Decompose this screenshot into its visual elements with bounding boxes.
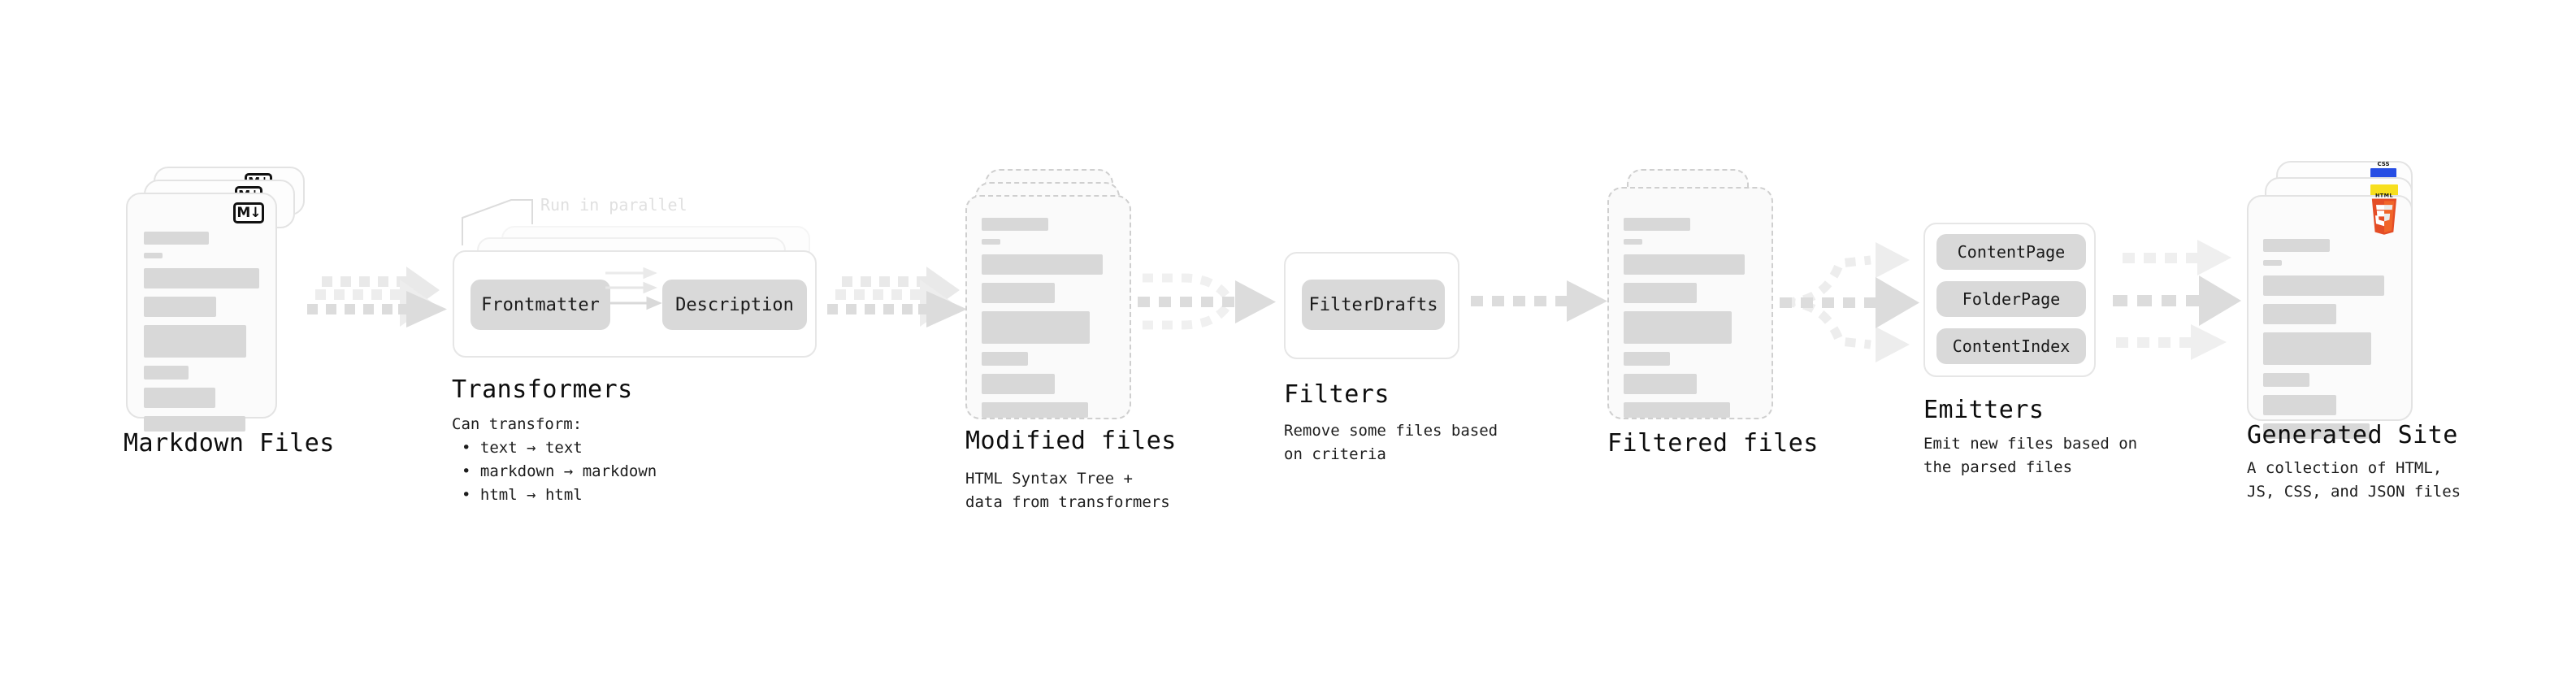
markdown-file-stack: M↓ M↓ M↓ (126, 167, 305, 432)
skeleton-bar (2263, 260, 2282, 266)
skeleton-bar (144, 388, 216, 408)
skeleton-bar (1624, 374, 1698, 394)
stage-title-emitters: Emitters (1923, 396, 2045, 424)
stage-title-generated-site: Generated Site (2247, 421, 2458, 449)
skeleton-bar (982, 254, 1104, 275)
filters-group: FilterDrafts (1284, 252, 1459, 359)
skeleton-bar (982, 352, 1029, 366)
stage-filtered-files (1607, 169, 1786, 423)
skeleton-bar (1624, 254, 1746, 275)
skeleton-bar (144, 325, 247, 358)
stage-desc-modified-files: HTML Syntax Tree + data from transformer… (965, 470, 1170, 511)
skeleton-bar (2263, 304, 2337, 324)
skeleton-bar (2263, 395, 2337, 415)
transformer-chip-frontmatter[interactable]: Frontmatter (471, 280, 610, 330)
stage-markdown-files: M↓ M↓ M↓ (126, 167, 305, 432)
transformer-chip-description[interactable]: Description (662, 280, 807, 330)
skeleton-bar (2263, 275, 2385, 296)
stage-title-markdown-files: Markdown Files (124, 429, 335, 458)
skeleton-bar (1624, 352, 1671, 366)
skeleton-bar (1624, 283, 1698, 303)
emitters-group: ContentPage FolderPage ContentIndex (1923, 223, 2096, 377)
skeleton-bar (2263, 423, 2370, 439)
emitter-chip-contentindex[interactable]: ContentIndex (1936, 328, 2086, 364)
html5-icon: HTML (2371, 192, 2397, 235)
skeleton-bar (144, 232, 209, 245)
skeleton-bar (2263, 373, 2310, 387)
arrow-filters-to-filtered (1471, 280, 1607, 322)
bullet-markdown-to-markdown: • markdown → markdown (462, 462, 657, 480)
stage-desc-generated-site: A collection of HTML, JS, CSS, and JSON … (2247, 459, 2461, 501)
arrow-transformers-to-modified (827, 267, 967, 327)
stage-title-filtered-files: Filtered files (1607, 429, 1819, 458)
skeleton-bar (2263, 332, 2371, 365)
skeleton-bar (982, 218, 1048, 231)
site-card-front: HTML (2247, 192, 2413, 439)
transform-bullet-list: • text → text • markdown → markdown • ht… (462, 436, 657, 507)
parallel-label: Run in parallel (540, 195, 687, 215)
stage-desc-filters: Remove some files based on criteria (1284, 422, 1498, 463)
css-icon: CSS (2370, 162, 2396, 179)
emitter-chip-contentpage[interactable]: ContentPage (1936, 234, 2086, 270)
site-file-stack: CSS HTML (2247, 161, 2434, 439)
filter-chip-filterdrafts[interactable]: FilterDrafts (1302, 280, 1445, 330)
skeleton-bar (144, 268, 259, 288)
modified-card-front (965, 195, 1131, 419)
stage-modified-files (965, 169, 1144, 423)
skeleton-bar (1624, 402, 1731, 418)
modified-file-stack (965, 169, 1144, 423)
filtered-card-front (1607, 187, 1773, 419)
skeleton-bar (2263, 239, 2330, 252)
stage-title-modified-files: Modified files (965, 427, 1177, 455)
skeleton-bar (144, 416, 245, 432)
stage-title-transformers: Transformers (452, 375, 633, 404)
skeleton-bar (982, 283, 1056, 303)
arrow-markdown-to-transformers (307, 267, 447, 327)
svg-text:HTML: HTML (2375, 192, 2393, 198)
transformer-inner-arrows (605, 267, 662, 310)
skeleton-bar (144, 297, 217, 317)
filtered-file-stack (1607, 169, 1786, 423)
skeleton-bar (982, 374, 1056, 394)
markdown-icon: M↓ (233, 202, 264, 223)
emitter-chip-folderpage[interactable]: FolderPage (1936, 281, 2086, 317)
skeleton-bar (144, 253, 163, 258)
stage-generated-site: CSS HTML (2247, 161, 2434, 439)
skeleton-bar (1624, 218, 1690, 231)
arrow-modified-to-filters (1138, 273, 1276, 330)
parallel-bracket (462, 199, 533, 245)
skeleton-bar (982, 311, 1090, 344)
stage-title-filters: Filters (1284, 380, 1390, 409)
bullet-html-to-html: • html → html (462, 486, 583, 504)
skeleton-bar (982, 402, 1089, 418)
arrow-filtered-to-emitters (1780, 242, 1919, 362)
stage-desc-emitters: Emit new files based on the parsed files (1923, 435, 2138, 476)
skeleton-bar (1624, 311, 1732, 344)
arrow-emitters-to-site (2113, 240, 2241, 360)
skeleton-bar (982, 239, 1000, 245)
stage-desc-transformers: Can transform: (452, 415, 583, 433)
skeleton-bar (144, 366, 189, 380)
markdown-card-front: M↓ (126, 193, 277, 432)
skeleton-bar (1624, 239, 1642, 245)
bullet-text-to-text: • text → text (462, 439, 583, 457)
